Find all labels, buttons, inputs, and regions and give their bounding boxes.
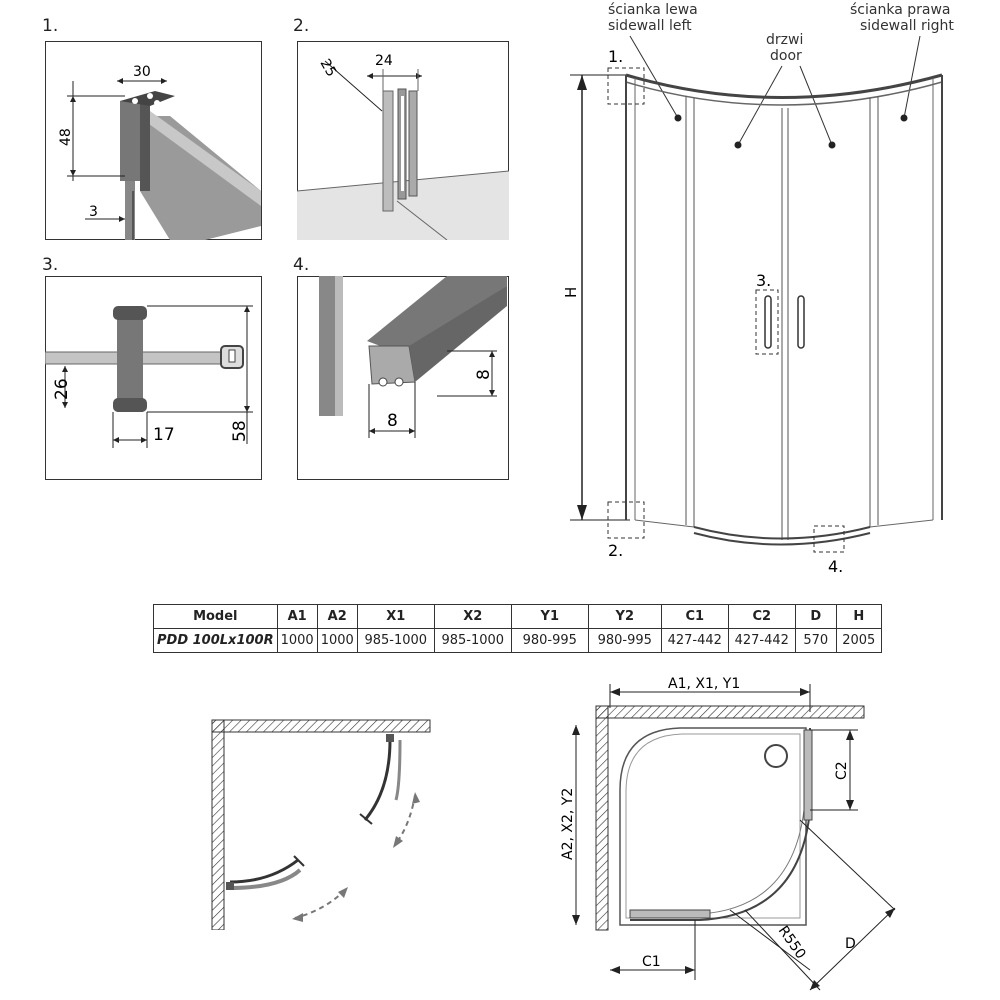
detail-1-drawing: 30 48 3: [45, 41, 262, 240]
callout-2: 2.: [608, 541, 623, 560]
callout-1: 1.: [608, 47, 623, 66]
detail-2-number: 2.: [293, 16, 310, 36]
detail-2-dim-24: 24: [375, 53, 393, 69]
label-sidewall-left-pl: ścianka lewa: [608, 2, 698, 18]
detail-2-drawing: 24 25: [297, 41, 509, 240]
col-c1: C1: [660, 604, 729, 629]
col-model: Model: [153, 604, 278, 629]
cell-d: 570: [794, 628, 837, 653]
cell-model: PDD 100Lx100R: [153, 628, 278, 653]
detail-3-dim-58: 58: [230, 420, 250, 442]
detail-1-dim-30: 30: [133, 64, 151, 80]
cell-x2: 985-1000: [433, 628, 512, 653]
col-d: D: [794, 604, 837, 629]
col-a1: A1: [276, 604, 318, 629]
cell-x1: 985-1000: [356, 628, 435, 653]
cell-y1: 980-995: [510, 628, 589, 653]
detail-3-drawing: 26 17 58: [45, 276, 262, 480]
spec-table: Model A1 A2 X1 X2 Y1 Y2 C1 C2 D H PDD 10…: [153, 604, 882, 653]
cell-c1: 427-442: [660, 628, 729, 653]
col-h: H: [835, 604, 882, 629]
cell-a1: 1000: [276, 628, 318, 653]
detail-4-dim-8-bottom: 8: [387, 411, 398, 431]
detail-2-dim-25: 25: [317, 56, 340, 79]
spec-table-header: Model A1 A2 X1 X2 Y1 Y2 C1 C2 D H: [153, 604, 882, 629]
elevation-drawing: ścianka lewa sidewall left drzwi door śc…: [562, 2, 954, 576]
callout-4: 4.: [828, 557, 843, 576]
cell-c2: 427-442: [727, 628, 796, 653]
col-y2: Y2: [587, 604, 662, 629]
col-x1: X1: [356, 604, 435, 629]
plan-c2: C2: [834, 761, 850, 780]
detail-1-number: 1.: [42, 16, 59, 36]
label-sidewall-left-en: sidewall left: [608, 18, 692, 34]
detail-1-dim-3: 3: [89, 204, 98, 220]
detail-4-number: 4.: [293, 255, 310, 275]
detail-4-drawing: 8 8: [297, 276, 509, 480]
detail-4-dim-8-right: 8: [474, 369, 494, 380]
label-door-en: door: [770, 48, 802, 64]
col-x2: X2: [433, 604, 512, 629]
label-door-pl: drzwi: [766, 32, 803, 48]
col-y1: Y1: [510, 604, 589, 629]
plan-d: D: [845, 936, 856, 952]
height-label: H: [562, 287, 580, 298]
plan-view: A1, X1, Y1 A2, X2, Y2 C2 C1 R550 D: [560, 676, 896, 991]
table-row: PDD 100Lx100R 1000 1000 985-1000 985-100…: [153, 628, 882, 653]
plan-c1: C1: [642, 954, 661, 970]
cell-a2: 1000: [316, 628, 358, 653]
cell-h: 2005: [835, 628, 882, 653]
detail-1-dim-48: 48: [58, 128, 74, 146]
callout-3: 3.: [756, 271, 771, 290]
plan-left-dim: A2, X2, Y2: [560, 788, 576, 860]
opening-diagram: [211, 719, 431, 930]
label-sidewall-right-en: sidewall right: [860, 18, 954, 34]
cell-y2: 980-995: [587, 628, 662, 653]
col-c2: C2: [727, 604, 796, 629]
detail-3-dim-26: 26: [52, 378, 72, 400]
detail-3-number: 3.: [42, 255, 59, 275]
label-sidewall-right-pl: ścianka prawa: [850, 2, 950, 18]
plan-top-dim: A1, X1, Y1: [668, 676, 740, 692]
col-a2: A2: [316, 604, 358, 629]
plan-radius: R550: [775, 923, 809, 962]
detail-3-dim-17: 17: [153, 425, 175, 445]
